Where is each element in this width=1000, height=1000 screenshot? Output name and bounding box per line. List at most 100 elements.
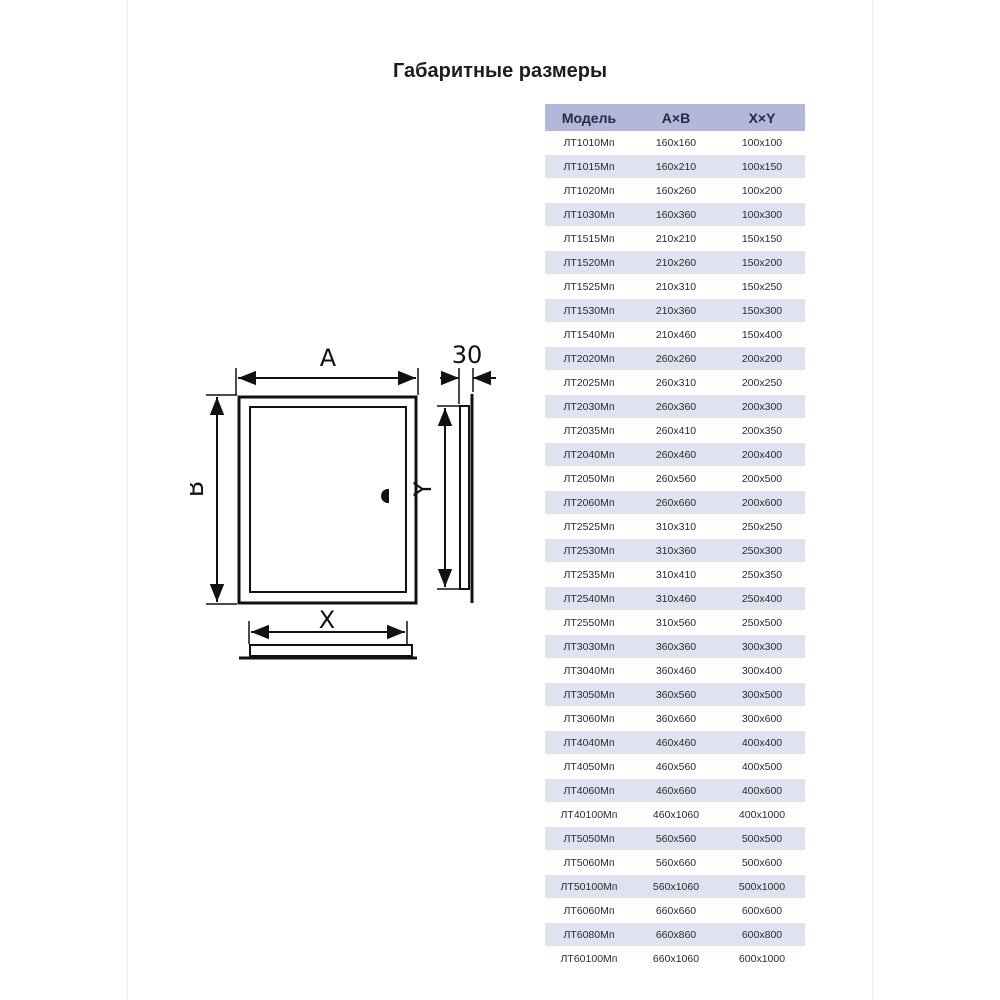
header-outer-size: A×B	[633, 104, 719, 131]
cell-outer-size: 260х360	[633, 394, 719, 419]
cell-model: ЛТ1015Мп	[545, 154, 633, 179]
cell-outer-size: 260х460	[633, 442, 719, 467]
cell-opening-size: 250х300	[719, 538, 805, 563]
cell-model: ЛТ1010Мп	[545, 131, 633, 155]
dimension-depth-label: 30	[452, 341, 483, 369]
hatch-side-frame	[459, 405, 470, 590]
cell-model: ЛТ5050Мп	[545, 826, 633, 851]
cell-outer-size: 210х360	[633, 298, 719, 323]
cell-opening-size: 200х350	[719, 418, 805, 443]
cell-opening-size: 100х200	[719, 178, 805, 203]
cell-outer-size: 160х360	[633, 202, 719, 227]
cell-outer-size: 260х410	[633, 418, 719, 443]
dimension-x-label: X	[319, 606, 335, 634]
cell-opening-size: 300х600	[719, 706, 805, 731]
cell-outer-size: 160х260	[633, 178, 719, 203]
cell-model: ЛТ50100Мп	[545, 874, 633, 899]
cell-opening-size: 150х300	[719, 298, 805, 323]
cell-model: ЛТ4050Мп	[545, 754, 633, 779]
cell-outer-size: 160х160	[633, 131, 719, 155]
cell-model: ЛТ2050Мп	[545, 466, 633, 491]
cell-outer-size: 460х660	[633, 778, 719, 803]
cell-opening-size: 500х1000	[719, 874, 805, 899]
cell-outer-size: 260х660	[633, 490, 719, 515]
cell-model: ЛТ2035Мп	[545, 418, 633, 443]
cell-opening-size: 250х350	[719, 562, 805, 587]
cell-outer-size: 360х460	[633, 658, 719, 683]
cell-outer-size: 660х1060	[633, 946, 719, 971]
page-title: Габаритные размеры	[392, 60, 608, 82]
cell-model: ЛТ2550Мп	[545, 610, 633, 635]
cell-outer-size: 210х210	[633, 226, 719, 251]
cell-opening-size: 150х250	[719, 274, 805, 299]
cell-opening-size: 400х600	[719, 778, 805, 803]
cell-outer-size: 310х360	[633, 538, 719, 563]
cell-outer-size: 310х410	[633, 562, 719, 587]
cell-outer-size: 360х360	[633, 634, 719, 659]
cell-model: ЛТ3060Мп	[545, 706, 633, 731]
cell-model: ЛТ1030Мп	[545, 202, 633, 227]
cell-outer-size: 310х310	[633, 514, 719, 539]
cell-model: ЛТ40100Мп	[545, 802, 633, 827]
cell-opening-size: 200х600	[719, 490, 805, 515]
cell-outer-size: 210х260	[633, 250, 719, 275]
cell-opening-size: 150х200	[719, 250, 805, 275]
cell-model: ЛТ5060Мп	[545, 850, 633, 875]
cell-model: ЛТ2535Мп	[545, 562, 633, 587]
cell-model: ЛТ3040Мп	[545, 658, 633, 683]
cell-outer-size: 460х1060	[633, 802, 719, 827]
cell-opening-size: 250х500	[719, 610, 805, 635]
cell-model: ЛТ3030Мп	[545, 634, 633, 659]
cell-model: ЛТ2040Мп	[545, 442, 633, 467]
cell-opening-size: 600х600	[719, 898, 805, 923]
cell-outer-size: 260х260	[633, 346, 719, 371]
cell-model: ЛТ6060Мп	[545, 898, 633, 923]
cell-outer-size: 560х560	[633, 826, 719, 851]
cell-opening-size: 400х500	[719, 754, 805, 779]
cell-outer-size: 460х560	[633, 754, 719, 779]
cell-opening-size: 300х500	[719, 682, 805, 707]
cell-model: ЛТ2525Мп	[545, 514, 633, 539]
table-header-row: Модель A×B X×Y	[545, 104, 805, 131]
hatch-inner-door	[249, 406, 407, 593]
cell-outer-size: 260х310	[633, 370, 719, 395]
dimension-a-label: A	[320, 344, 337, 372]
cell-model: ЛТ1515Мп	[545, 226, 633, 251]
cell-outer-size: 210х460	[633, 322, 719, 347]
cell-outer-size: 360х560	[633, 682, 719, 707]
cell-model: ЛТ3050Мп	[545, 682, 633, 707]
hatch-dimension-diagram: A B 30 Y X	[190, 341, 496, 660]
cell-opening-size: 600х1000	[719, 946, 805, 971]
cell-opening-size: 300х300	[719, 634, 805, 659]
cell-opening-size: 200х300	[719, 394, 805, 419]
cell-opening-size: 500х600	[719, 850, 805, 875]
cell-outer-size: 560х1060	[633, 874, 719, 899]
lock-icon	[381, 489, 388, 503]
cell-opening-size: 200х500	[719, 466, 805, 491]
cell-model: ЛТ2060Мп	[545, 490, 633, 515]
cell-model: ЛТ4060Мп	[545, 778, 633, 803]
